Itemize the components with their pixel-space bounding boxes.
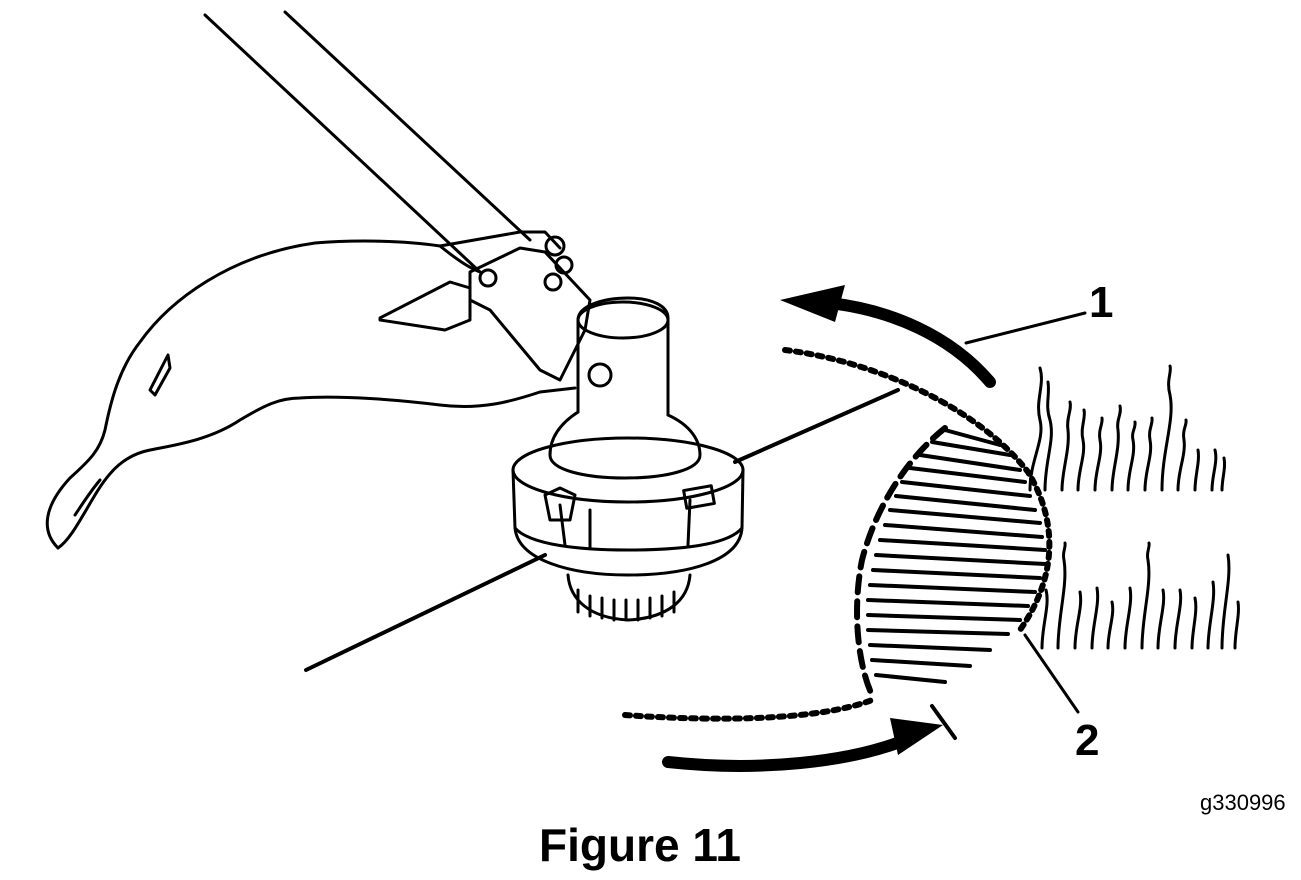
cutting-line: [304, 388, 900, 672]
graphic-id: g330996: [1200, 790, 1286, 815]
uncut-grass-lower: [1040, 541, 1240, 650]
figure-caption: Figure 11: [539, 819, 741, 871]
uncut-grass-upper: [1028, 364, 1227, 492]
rotation-arrow-upper: [780, 285, 996, 388]
cut-grass-zone: [866, 428, 1047, 684]
rotation-arrow-lower: [662, 704, 957, 772]
cutting-arc-dotted-lower: [622, 697, 875, 722]
trimmer-head-spool: [511, 436, 745, 622]
mounting-bracket: [468, 235, 613, 388]
trimmer-shaft: [203, 10, 532, 274]
cutting-arc-dotted: [782, 347, 1053, 633]
swath-boundary-dashed: [854, 425, 948, 698]
callout-1-leader: [964, 311, 1087, 345]
callout-number-1: 1: [1089, 278, 1114, 327]
trimmer-guard: [45, 230, 577, 550]
callout-2-leader: [1023, 633, 1080, 714]
callout-number-2: 2: [1075, 716, 1100, 765]
